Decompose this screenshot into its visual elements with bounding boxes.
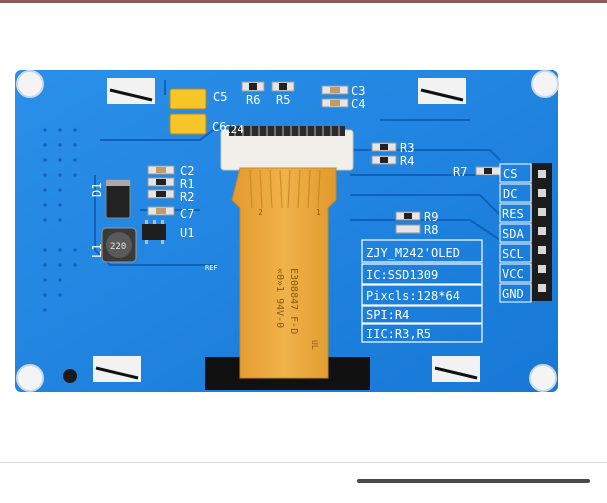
pin-vcc: VCC — [502, 267, 524, 281]
spec-spi: SPI:R4 — [366, 308, 409, 322]
label-c7: C7 — [180, 207, 194, 221]
silkscreen-labels: C5 R6 R5 C3 C4 C6 C24 R3 R4 C2 R1 R2 C7 … — [90, 84, 467, 272]
label-r9: R9 — [424, 210, 438, 224]
spec-model: ZJY_M242'OLED — [366, 246, 460, 260]
pin-scl: SCL — [502, 247, 524, 261]
top-border-line — [0, 0, 607, 3]
label-r4: R4 — [400, 154, 414, 168]
home-indicator-bar[interactable] — [357, 479, 590, 483]
label-r2: R2 — [180, 190, 194, 204]
via-grid — [43, 128, 77, 312]
label-r8: R8 — [424, 223, 438, 237]
label-c3: C3 — [351, 84, 365, 98]
spec-iic: IIC:R3,R5 — [366, 327, 431, 341]
tantalum-capacitors — [169, 88, 207, 135]
pin-res: RES — [502, 207, 524, 221]
flex-marking-1: E308847 F-D — [288, 268, 299, 334]
label-l1: L1 — [90, 244, 104, 258]
label-c4: C4 — [351, 97, 365, 111]
spec-ic: IC:SSD1309 — [366, 268, 438, 282]
label-r5: R5 — [276, 93, 290, 107]
bottom-divider — [0, 462, 607, 463]
label-d1: D1 — [90, 183, 104, 197]
label-c5: C5 — [213, 90, 227, 104]
label-r6: R6 — [246, 93, 260, 107]
label-u1: U1 — [180, 226, 194, 240]
spec-info-box: ZJY_M242'OLED IC:SSD1309 Pixcls:128*64 S… — [361, 239, 483, 343]
pin-dc: DC — [503, 187, 517, 201]
label-r1: R1 — [180, 177, 194, 191]
label-c24: C24 — [224, 123, 244, 136]
flex-pin-2: 2 — [258, 208, 263, 217]
label-r3: R3 — [400, 141, 414, 155]
flex-marking-ul: UL — [310, 340, 319, 350]
smd-components: 220 — [101, 81, 501, 263]
label-r7: R7 — [453, 165, 467, 179]
pin-cs: CS — [503, 167, 517, 181]
inductor-marking: 220 — [110, 242, 126, 252]
flex-cable: 2 1 E308847 F-D «Θ»1 94V-0 UL — [231, 167, 337, 379]
pin-sda: SDA — [502, 227, 524, 241]
label-ref: REF — [205, 264, 218, 272]
frame-clips — [93, 78, 480, 382]
spec-pixels: Pixcls:128*64 — [366, 289, 460, 303]
label-c6: C6 — [212, 120, 226, 134]
label-c2: C2 — [180, 164, 194, 178]
flex-marking-2: «Θ»1 94V-0 — [274, 268, 285, 328]
flex-pin-1: 1 — [316, 208, 321, 217]
pin-labels: CS DC RES SDA SCL VCC GND — [499, 163, 532, 303]
mounting-holes — [16, 70, 559, 392]
pin-header — [532, 163, 552, 301]
pin-gnd: GND — [502, 287, 524, 301]
